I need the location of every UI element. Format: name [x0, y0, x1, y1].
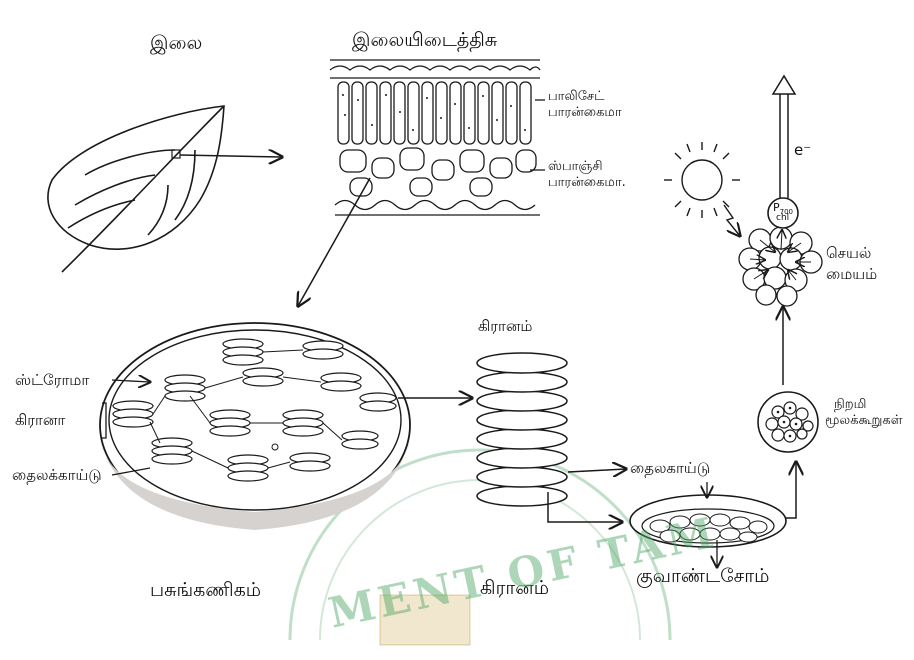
granum-to-thylakoid-arrow [568, 469, 626, 472]
spongy-label-line1: ஸ்பாஞ்சி [548, 160, 603, 175]
chloroplast-drawing [100, 323, 410, 530]
pigment-label-line2: மூலக்கூறுகள் [825, 414, 902, 429]
leaf-label: இலை [150, 33, 202, 55]
reaction-center-label-line1: செயல் [826, 245, 871, 262]
thylakoid-left-label: தைலக்காய்டு [12, 467, 102, 484]
spongy-label-line2: பாரன்கைமா. [548, 176, 626, 191]
pigment-label-line1: நிறமி [834, 398, 866, 413]
light-ray-arrow [724, 205, 740, 236]
sun-icon [664, 142, 740, 218]
chloroplast-label: பசுங்கணிகம் [150, 580, 261, 602]
stroma-label: ஸ்ட்ரோமா [15, 372, 89, 389]
electron-label: e⁻ [794, 142, 811, 159]
thylakoid-right-label: தைலகாய்டு [630, 460, 710, 477]
chl-label: chl [776, 213, 789, 223]
quantasome-to-pigments-arrow [786, 462, 796, 518]
granum-stack [477, 353, 567, 506]
grana-label: கிரானா [15, 412, 65, 429]
quantasome-label: குவாண்டசோம் [636, 566, 769, 588]
section-to-chloroplast-arrow [298, 178, 370, 306]
electron-arrow [773, 76, 795, 198]
leaf-drawing [48, 106, 224, 272]
palisade-label-line1: பாலிசேட் [548, 90, 604, 105]
pigment-molecules [758, 392, 818, 452]
palisade-label-line2: பாரன்கைமா [548, 106, 622, 121]
leaf-section-label: இலையிடைத்திசு [352, 30, 497, 52]
granum-top-label: கிரானம் [478, 318, 533, 335]
reaction-center-label-line2: மையம் [826, 266, 877, 283]
